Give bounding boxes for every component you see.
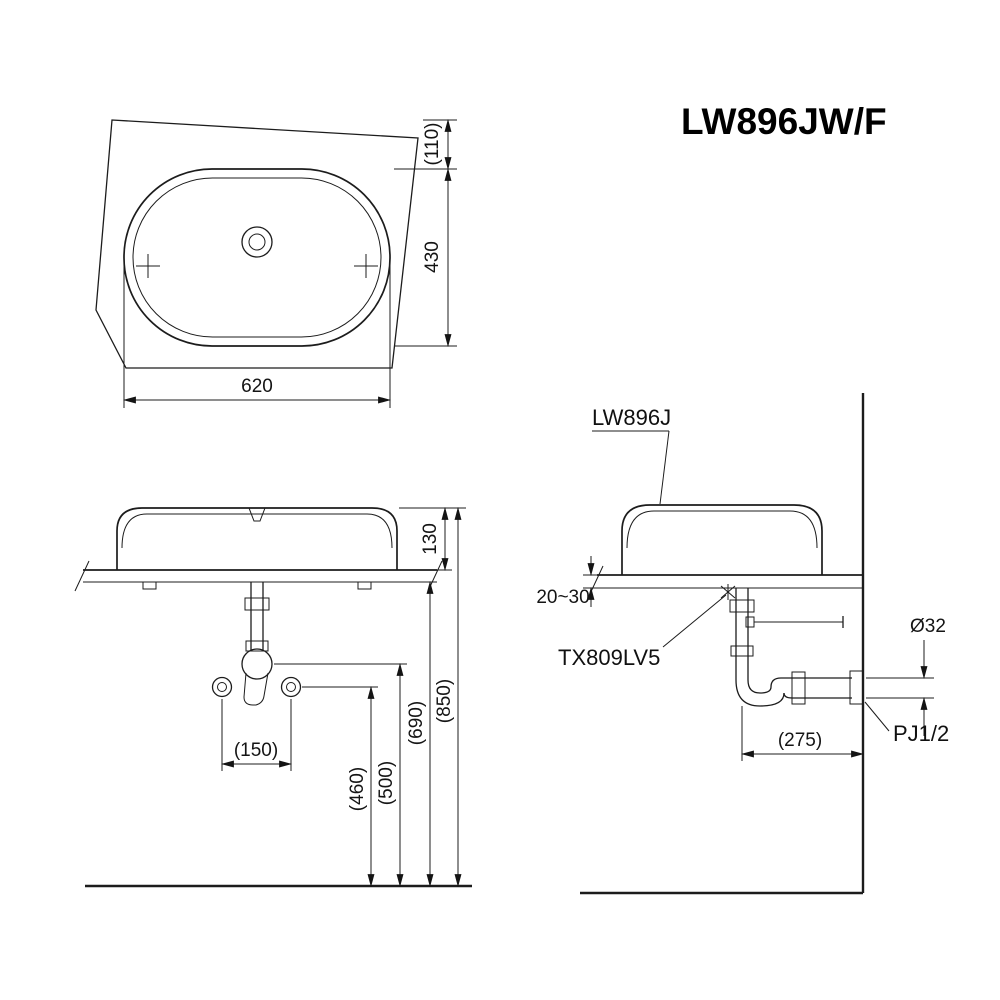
drain-nut	[244, 597, 270, 611]
basin-side-profile	[621, 504, 823, 575]
rod-fitting	[745, 616, 755, 628]
dim-supply-height-label: (460)	[347, 767, 368, 811]
basin-outer-rim	[123, 168, 391, 347]
dim-rim-floor-label: (850)	[434, 679, 455, 723]
trap-outer-curve	[735, 588, 785, 707]
outlet-pipe-bottom	[783, 692, 852, 699]
front-view: (150) 130 (850) (690) (500) (460)	[74, 506, 472, 888]
union-nut	[791, 671, 806, 705]
dim-counter-thickness-label: 20~30	[536, 587, 589, 608]
basin-side-inner-rim	[626, 510, 818, 549]
dim-pipe-diameter-label: Ø32	[910, 616, 946, 637]
trap-inner-curve	[747, 588, 772, 694]
mounting-hardware-mark	[720, 584, 736, 600]
mounting-clip-left	[142, 581, 157, 590]
side-view: LW896J TX809LV5	[536, 393, 949, 895]
faucet-mark-left	[136, 254, 160, 278]
drain-nut	[245, 640, 269, 652]
trap-bend	[241, 648, 273, 680]
leader-line	[659, 430, 670, 505]
dim-supply-spacing-label: (150)	[234, 740, 278, 761]
basin-callout-label: LW896J	[592, 405, 671, 430]
drain-trap-front	[241, 582, 273, 706]
mounting-clip-right	[357, 581, 372, 590]
drain-callout-label: TX809LV5	[558, 645, 660, 670]
drain-trap-side	[720, 584, 864, 707]
break-mark	[74, 560, 90, 592]
dim-depth-label: 430	[422, 241, 443, 273]
faucet-mark-right	[354, 254, 378, 278]
drain-hole-outer	[241, 226, 273, 258]
supply-circle-inner	[286, 682, 296, 692]
trap-cup	[243, 672, 269, 706]
supply-circle-inner	[217, 682, 227, 692]
drain-hole-inner	[248, 233, 266, 251]
supply-circle	[280, 676, 302, 698]
supply-circle	[211, 676, 233, 698]
drain-nut	[729, 599, 755, 613]
dim-width-label: 620	[241, 376, 273, 397]
wall-connection-label: PJ1/2	[893, 721, 949, 746]
drain-nut	[730, 645, 754, 657]
dim-rim-height-label: 130	[420, 523, 441, 555]
leader-line	[864, 701, 890, 732]
overflow-mark	[248, 507, 266, 522]
dim-wall-offset-label: (275)	[778, 730, 822, 751]
dim-trap-height-label: (500)	[376, 761, 397, 805]
supply-stub-right	[280, 676, 302, 698]
wall-escutcheon	[849, 670, 864, 705]
basin-inner-rim	[132, 177, 382, 338]
plan-view: (110) 430 620	[95, 118, 457, 408]
leader-line	[662, 594, 727, 648]
counter-outline	[95, 119, 419, 369]
product-code-title: LW896JW/F	[681, 101, 887, 142]
basin-front-profile	[116, 507, 398, 570]
outlet-pipe-top	[770, 677, 852, 688]
dim-counter-underside-label: (690)	[406, 701, 427, 745]
supply-stub-left	[211, 676, 233, 698]
basin-front-inner-rim	[121, 513, 393, 549]
dim-offset-label: (110)	[422, 123, 443, 166]
